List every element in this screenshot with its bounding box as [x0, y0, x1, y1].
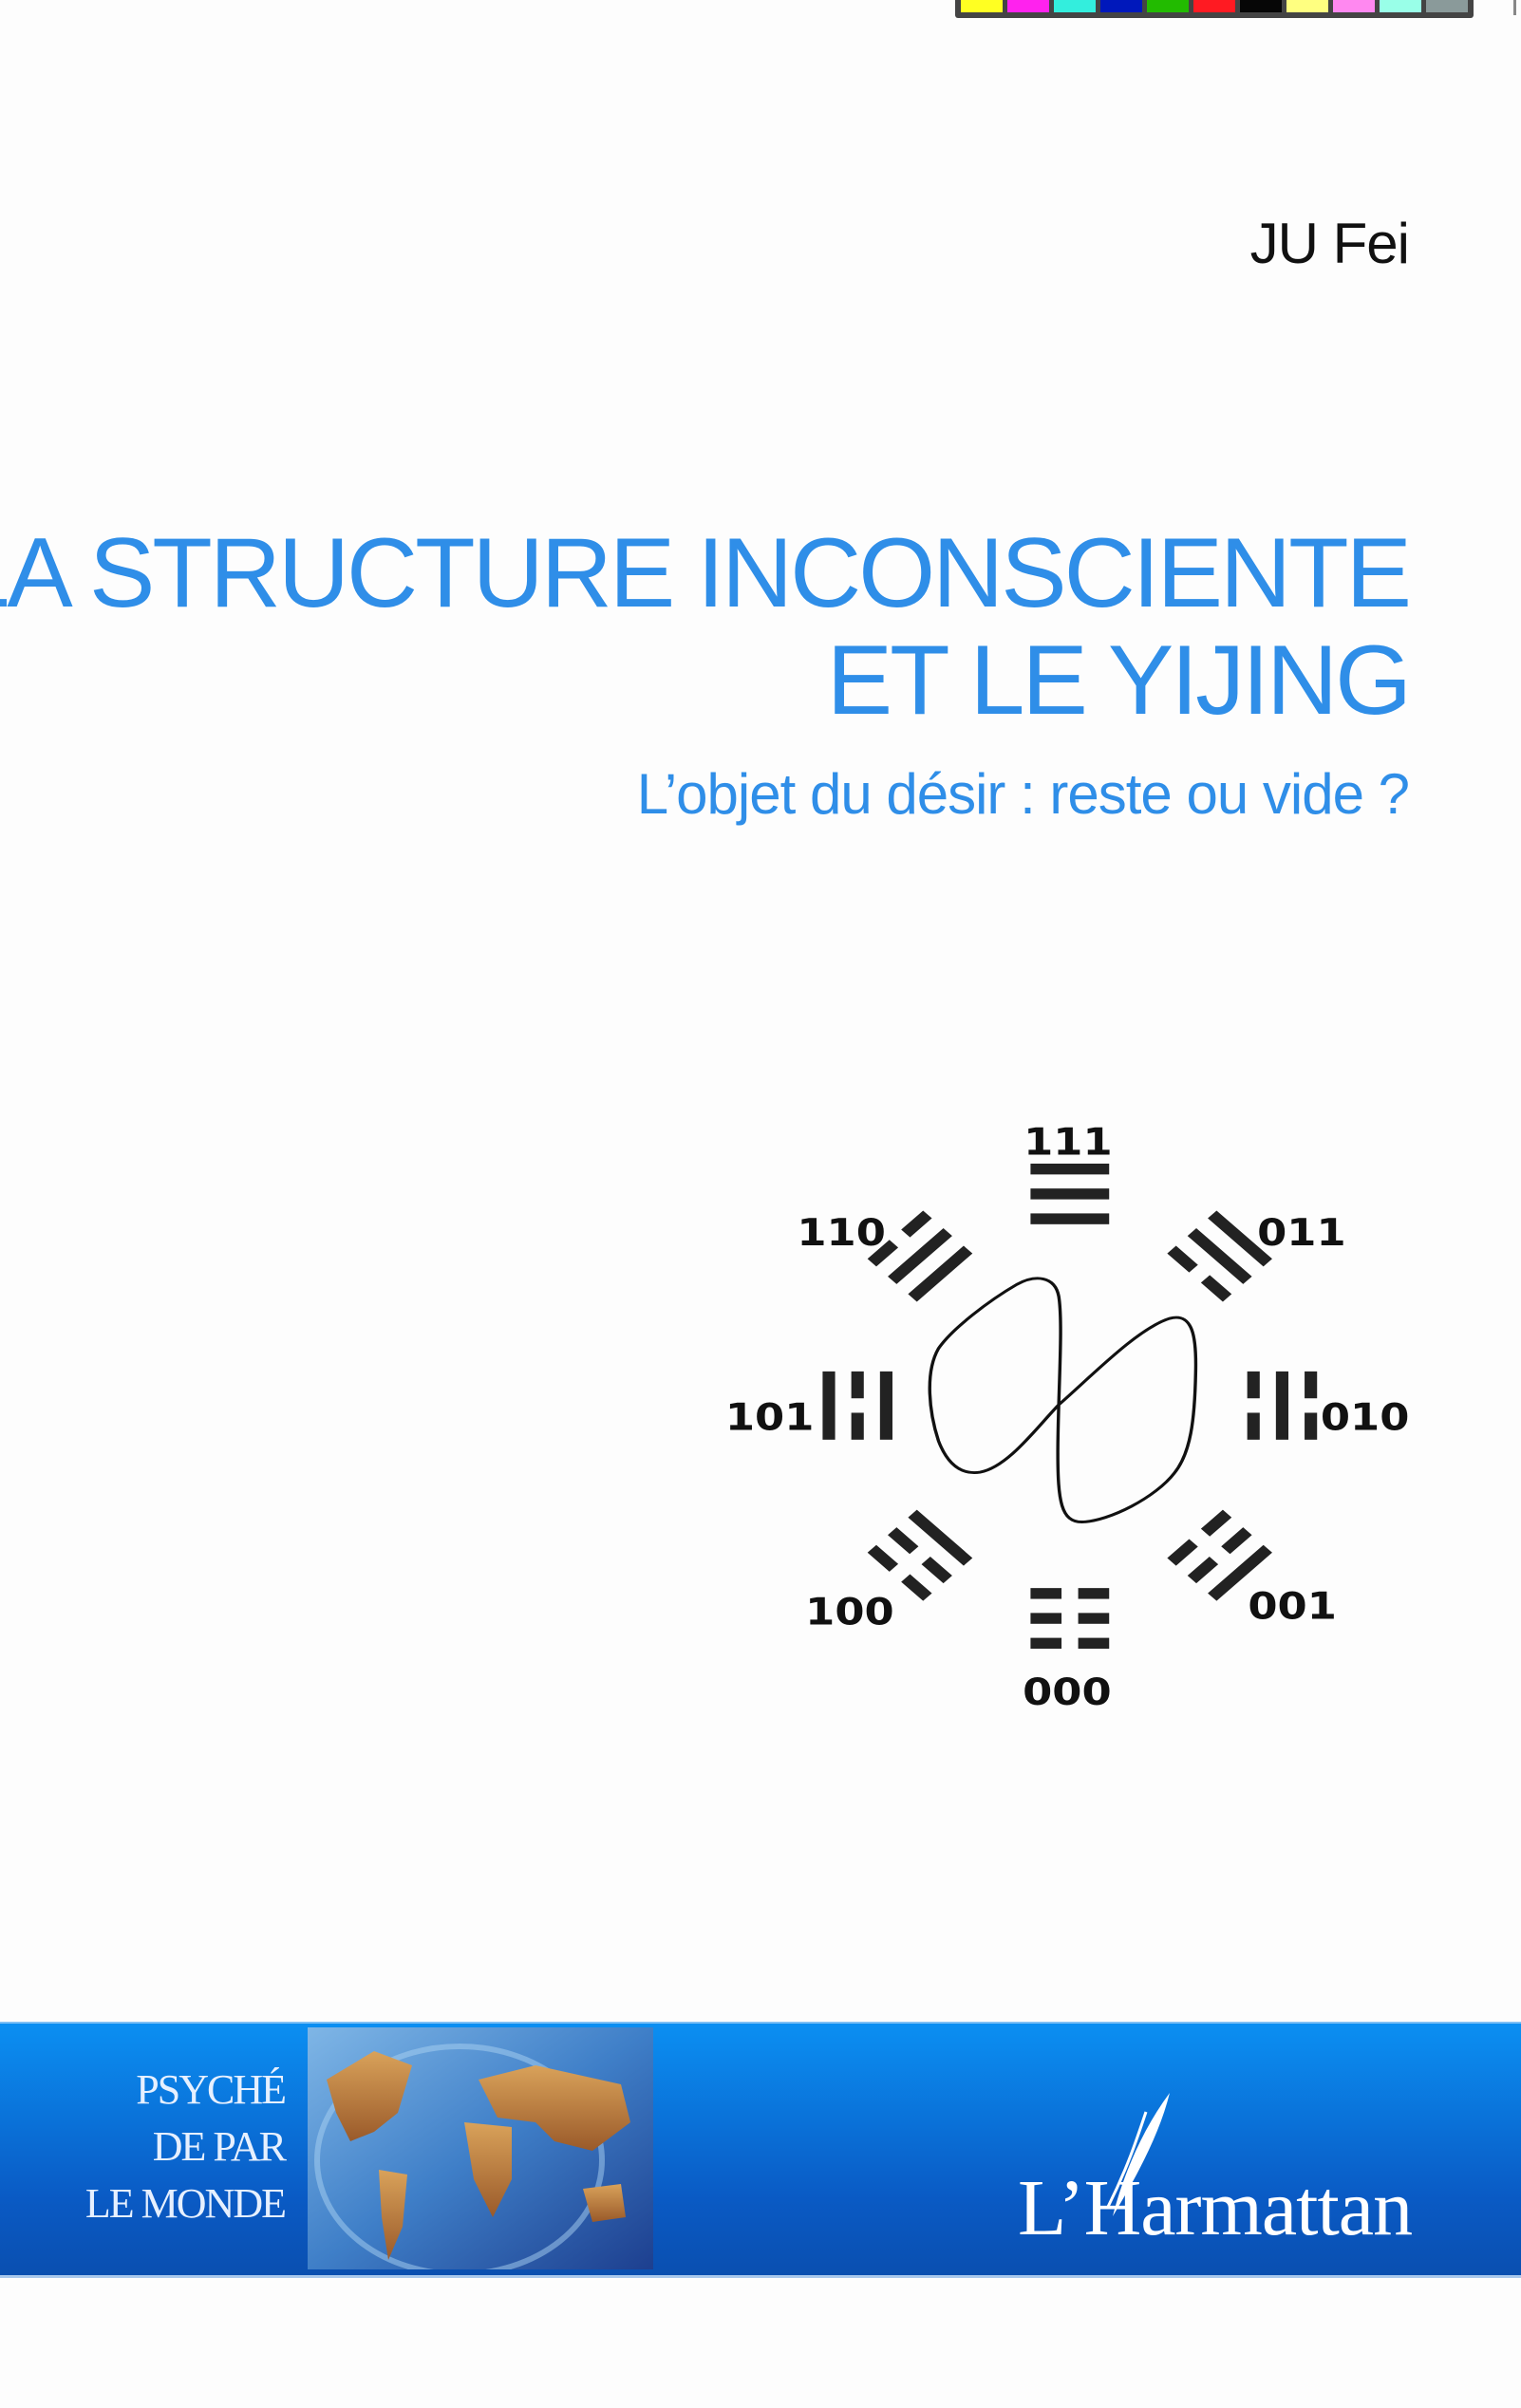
color-swatch	[1193, 0, 1235, 12]
yin-line	[1200, 1275, 1232, 1302]
series-line-2: DE PAR	[152, 2123, 287, 2170]
yin-line	[1247, 1412, 1260, 1440]
trigram-label: 110	[797, 1211, 886, 1254]
trigram-110	[867, 1210, 973, 1302]
yang-line	[1208, 1544, 1272, 1601]
yin-line	[901, 1574, 932, 1601]
yin-line	[1078, 1613, 1110, 1624]
yang-line	[822, 1371, 836, 1440]
color-swatch	[1333, 0, 1375, 12]
yang-line	[1030, 1213, 1110, 1224]
yin-line	[1030, 1588, 1062, 1599]
yang-line	[908, 1509, 973, 1566]
yang-line	[1275, 1371, 1289, 1440]
series-name: PSYCHÉ DE PAR LE MONDE	[84, 2062, 287, 2232]
yin-line	[851, 1371, 864, 1399]
trigram-010	[1247, 1371, 1318, 1440]
author-name: JU Fei	[1249, 212, 1410, 275]
trigram-label: 101	[725, 1396, 815, 1439]
color-swatch	[1286, 0, 1328, 12]
yin-line	[1078, 1588, 1110, 1599]
yin-line	[921, 1557, 952, 1584]
yin-line	[888, 1527, 919, 1555]
infinity-loop	[928, 1277, 1198, 1524]
title-line-1: LA STRUCTURE INCONSCIENTE	[0, 518, 1412, 628]
world-map-image	[308, 2027, 653, 2269]
series-line-1: PSYCHÉ	[136, 2066, 287, 2113]
crop-mark	[1513, 0, 1516, 15]
yin-line	[1221, 1527, 1252, 1555]
yang-line	[879, 1371, 892, 1440]
book-title: LA STRUCTURE INCONSCIENTE ET LE YIJING	[0, 518, 1412, 736]
yin-line	[1305, 1371, 1318, 1399]
trigram-label: 111	[1023, 1120, 1113, 1163]
publisher-banner	[0, 2022, 1521, 2278]
color-swatch	[1054, 0, 1096, 12]
yin-line	[1305, 1412, 1318, 1440]
yin-line	[1030, 1637, 1062, 1650]
color-swatch	[1380, 0, 1421, 12]
trigram-011	[1167, 1210, 1272, 1302]
yin-line	[1167, 1245, 1198, 1273]
yang-line	[1187, 1227, 1252, 1284]
trigram-100	[867, 1509, 973, 1601]
yang-line	[1030, 1188, 1110, 1200]
color-swatch	[961, 0, 1003, 12]
trigram-label: 001	[1248, 1584, 1337, 1627]
yin-line	[1167, 1539, 1198, 1566]
trigram-diagram: 111 011 010 001 000 100 101 110	[725, 1120, 1410, 1713]
feather-icon	[1106, 2093, 1170, 2216]
trigram-label: 011	[1257, 1211, 1346, 1254]
yin-line	[1030, 1613, 1062, 1624]
yang-line	[908, 1245, 973, 1302]
yin-line	[1078, 1637, 1110, 1650]
color-swatch	[1007, 0, 1049, 12]
trigram-000	[1030, 1588, 1110, 1650]
series-line-3: LE MONDE	[84, 2180, 287, 2227]
yang-line	[1030, 1163, 1110, 1175]
color-swatch	[1100, 0, 1142, 12]
yang-line	[888, 1227, 952, 1284]
color-swatch	[1147, 0, 1189, 12]
trigram-label: 000	[1023, 1671, 1112, 1713]
yin-line	[851, 1412, 864, 1440]
trigram-label: 010	[1321, 1396, 1410, 1439]
trigram-101	[822, 1371, 892, 1440]
yin-line	[901, 1210, 932, 1238]
trigram-label: 100	[805, 1590, 894, 1633]
publisher-logo: L’Harmattan	[1018, 2093, 1426, 2254]
color-swatch	[1240, 0, 1282, 12]
yin-line	[867, 1544, 899, 1572]
printer-color-bar	[955, 0, 1474, 18]
yang-line	[1208, 1210, 1272, 1267]
publisher-name: L’Harmattan	[1018, 2164, 1413, 2252]
title-line-2: ET LE YIJING	[826, 625, 1412, 736]
yin-line	[867, 1240, 899, 1267]
color-swatch	[1426, 0, 1468, 12]
trigram-001	[1167, 1509, 1272, 1601]
yin-line	[1247, 1371, 1260, 1399]
book-subtitle: L’objet du désir : reste ou vide ?	[636, 762, 1410, 826]
trigram-111	[1030, 1163, 1110, 1224]
yin-line	[1187, 1557, 1219, 1584]
yin-line	[1200, 1509, 1232, 1537]
